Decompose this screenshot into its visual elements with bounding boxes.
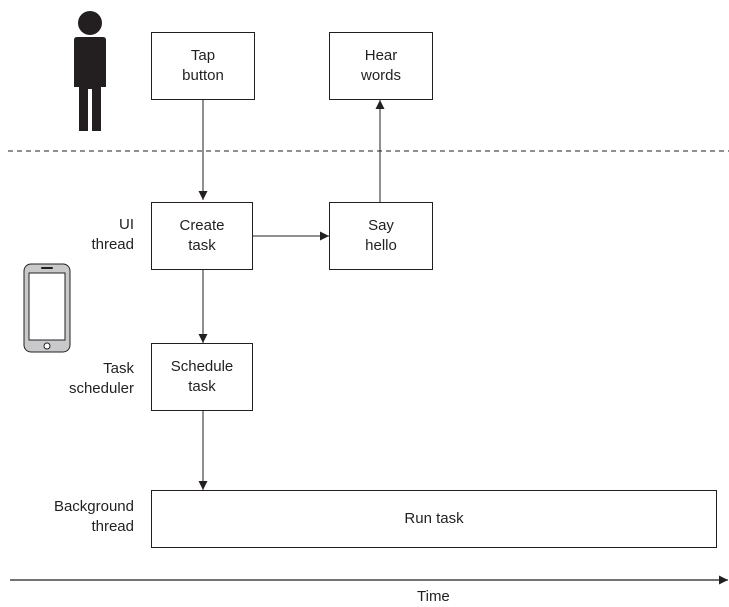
time-axis-label: Time [417,588,450,605]
tap-button-box: Tap button [151,32,255,100]
smartphone-icon [23,263,71,353]
hear-words-box: Hear words [329,32,433,100]
schedule-task-box: Schedule task [151,343,253,411]
person-icon [74,11,106,131]
say-hello-box: Say hello [329,202,433,270]
run-task-box: Run task [151,490,717,548]
lane-label-ui-thread: UI thread [91,216,134,253]
lane-label-task-scheduler: Task scheduler [68,360,134,397]
lane-label-background-thread: Background thread [53,498,134,535]
create-task-box: Create task [151,202,253,270]
